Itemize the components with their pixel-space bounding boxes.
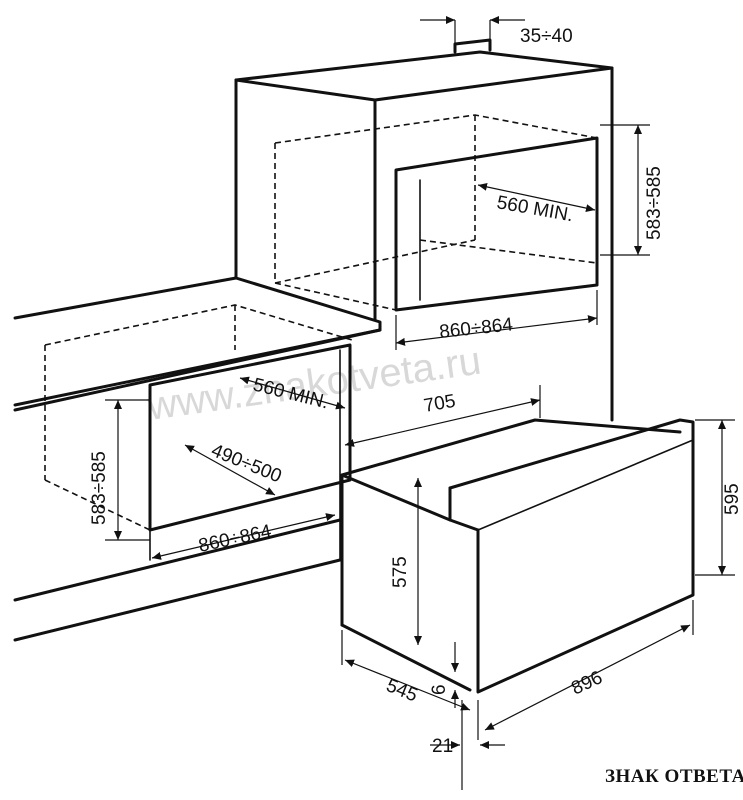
label-top-gap: 35÷40 (520, 26, 573, 47)
label-oven-depth: 705 (422, 391, 457, 417)
countertop (13, 276, 382, 412)
brand-label: ЗНАК ОТВЕТА (605, 766, 743, 787)
label-side-depth: 545 (383, 675, 420, 706)
label-oven-body-height: 575 (390, 556, 411, 588)
label-oven-height: 595 (722, 483, 743, 515)
upper-cabinet (234, 38, 614, 422)
label-lower-height: 583÷585 (89, 451, 110, 525)
label-upper-height: 583÷585 (644, 166, 665, 240)
label-lower-width: 860÷864 (197, 521, 274, 557)
label-upper-width: 860÷864 (438, 314, 514, 343)
dimension-lines (105, 16, 735, 790)
label-panel-offset: 6 (429, 684, 450, 695)
label-oven-width: 896 (568, 667, 606, 699)
oven (340, 418, 695, 694)
label-front-thickness: 21 (432, 736, 453, 757)
lower-cabinet (13, 304, 353, 642)
label-lower-inner-depth: 490÷500 (208, 440, 284, 487)
